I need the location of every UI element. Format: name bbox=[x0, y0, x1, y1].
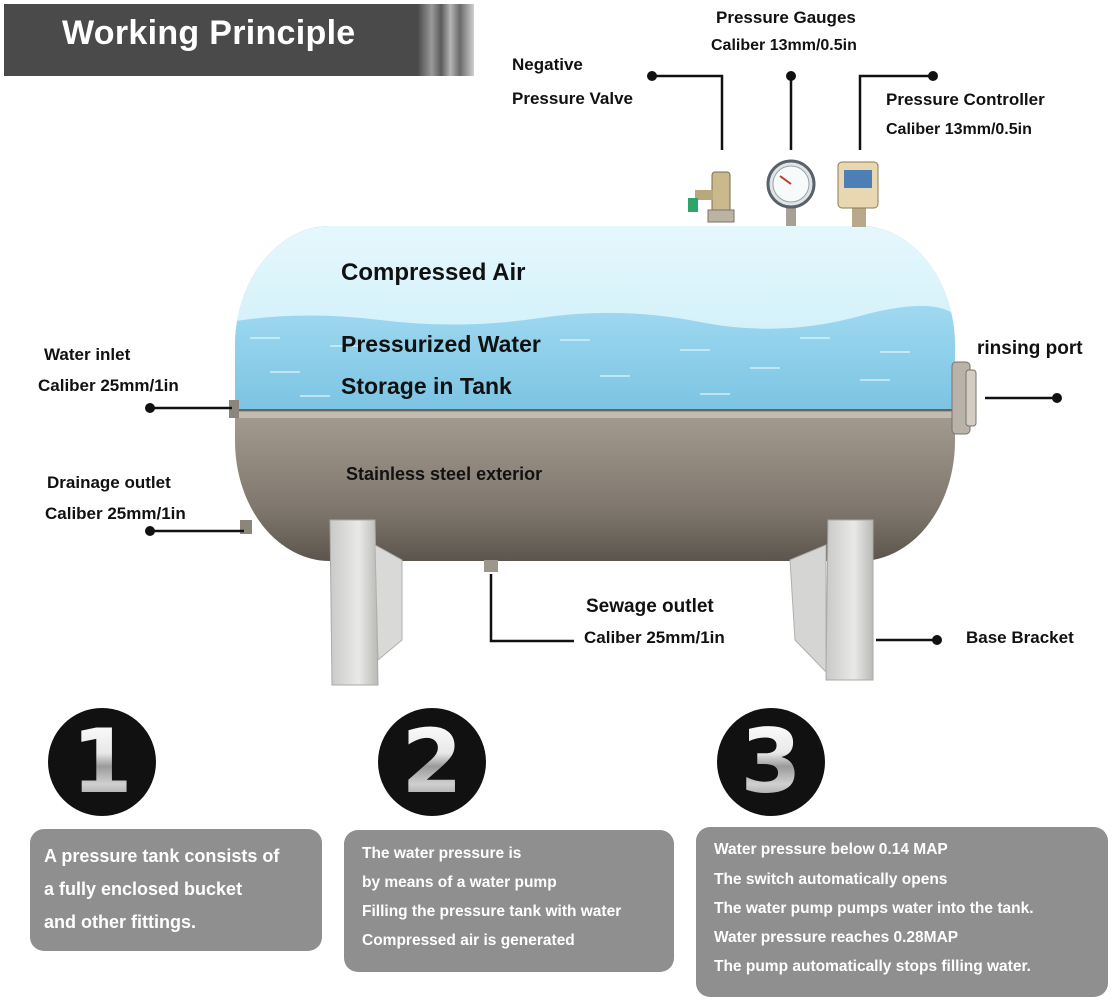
tank-body bbox=[235, 226, 955, 561]
label-controller-caliber: Caliber 13mm/0.5in bbox=[886, 121, 1032, 138]
label-base-bracket: Base Bracket bbox=[966, 628, 1074, 647]
step-3-line: The switch automatically opens bbox=[714, 871, 948, 888]
title-banner bbox=[4, 4, 474, 76]
label-water-inlet: Water inlet bbox=[44, 345, 131, 364]
label-negative-valve-2: Pressure Valve bbox=[512, 89, 633, 108]
water-inlet-stub bbox=[229, 400, 239, 418]
step-2-card bbox=[344, 830, 674, 972]
step-2-line: Filling the pressure tank with water bbox=[362, 903, 622, 920]
step-3-number: 3 bbox=[740, 710, 802, 813]
label-drain-caliber: Caliber 25mm/1in bbox=[45, 504, 186, 523]
label-gauge-caliber: Caliber 13mm/0.5in bbox=[711, 37, 857, 54]
step-2-number: 2 bbox=[401, 710, 463, 813]
base-brackets bbox=[329, 519, 874, 686]
tank-pressurized-water: Pressurized Water bbox=[341, 331, 541, 357]
label-sewage-outlet: Sewage outlet bbox=[586, 596, 714, 617]
step-3-line: The pump automatically stops filling wat… bbox=[714, 958, 1031, 975]
step-2-line: The water pressure is bbox=[362, 845, 522, 862]
step-3-line: Water pressure reaches 0.28MAP bbox=[714, 929, 959, 946]
tank-compressed-air: Compressed Air bbox=[341, 259, 526, 286]
callout-dots bbox=[145, 71, 1062, 645]
step-2-line: Compressed air is generated bbox=[362, 932, 575, 949]
label-pressure-controller: Pressure Controller bbox=[886, 90, 1045, 109]
tank-exterior-label: Stainless steel exterior bbox=[346, 464, 543, 484]
page-title: Working Principle bbox=[62, 14, 356, 52]
step-1-line: a fully enclosed bucket bbox=[44, 879, 243, 899]
step-1-card bbox=[30, 829, 322, 951]
negative-pressure-valve bbox=[688, 171, 735, 223]
step-3-badge: 3 bbox=[717, 708, 825, 816]
label-drainage-outlet: Drainage outlet bbox=[47, 473, 171, 492]
pressure-controller bbox=[837, 161, 879, 227]
tank-storage: Storage in Tank bbox=[341, 373, 512, 399]
pressure-tank-illustration bbox=[145, 71, 1062, 686]
step-3-line: The water pump pumps water into the tank… bbox=[714, 900, 1034, 917]
step-1-line: and other fittings. bbox=[44, 912, 196, 932]
label-inlet-caliber: Caliber 25mm/1in bbox=[38, 376, 179, 395]
step-2-badge: 2 bbox=[378, 708, 486, 816]
step-3-line: Water pressure below 0.14 MAP bbox=[714, 841, 948, 858]
step-3-card bbox=[696, 827, 1108, 997]
step-1-number: 1 bbox=[71, 710, 133, 813]
step-1-badge: 1 bbox=[48, 708, 156, 816]
callout-lines bbox=[150, 74, 1057, 643]
step-1-line: A pressure tank consists of bbox=[44, 846, 280, 866]
label-sewage-caliber: Caliber 25mm/1in bbox=[584, 628, 725, 647]
step-2-line: by means of a water pump bbox=[362, 874, 557, 891]
label-negative-valve-1: Negative bbox=[512, 55, 583, 74]
pressure-gauge bbox=[766, 159, 816, 226]
label-rinsing-port: rinsing port bbox=[977, 338, 1083, 359]
rinsing-port-flange bbox=[951, 361, 977, 435]
label-pressure-gauges: Pressure Gauges bbox=[716, 8, 856, 27]
sewage-nozzle bbox=[484, 560, 498, 572]
